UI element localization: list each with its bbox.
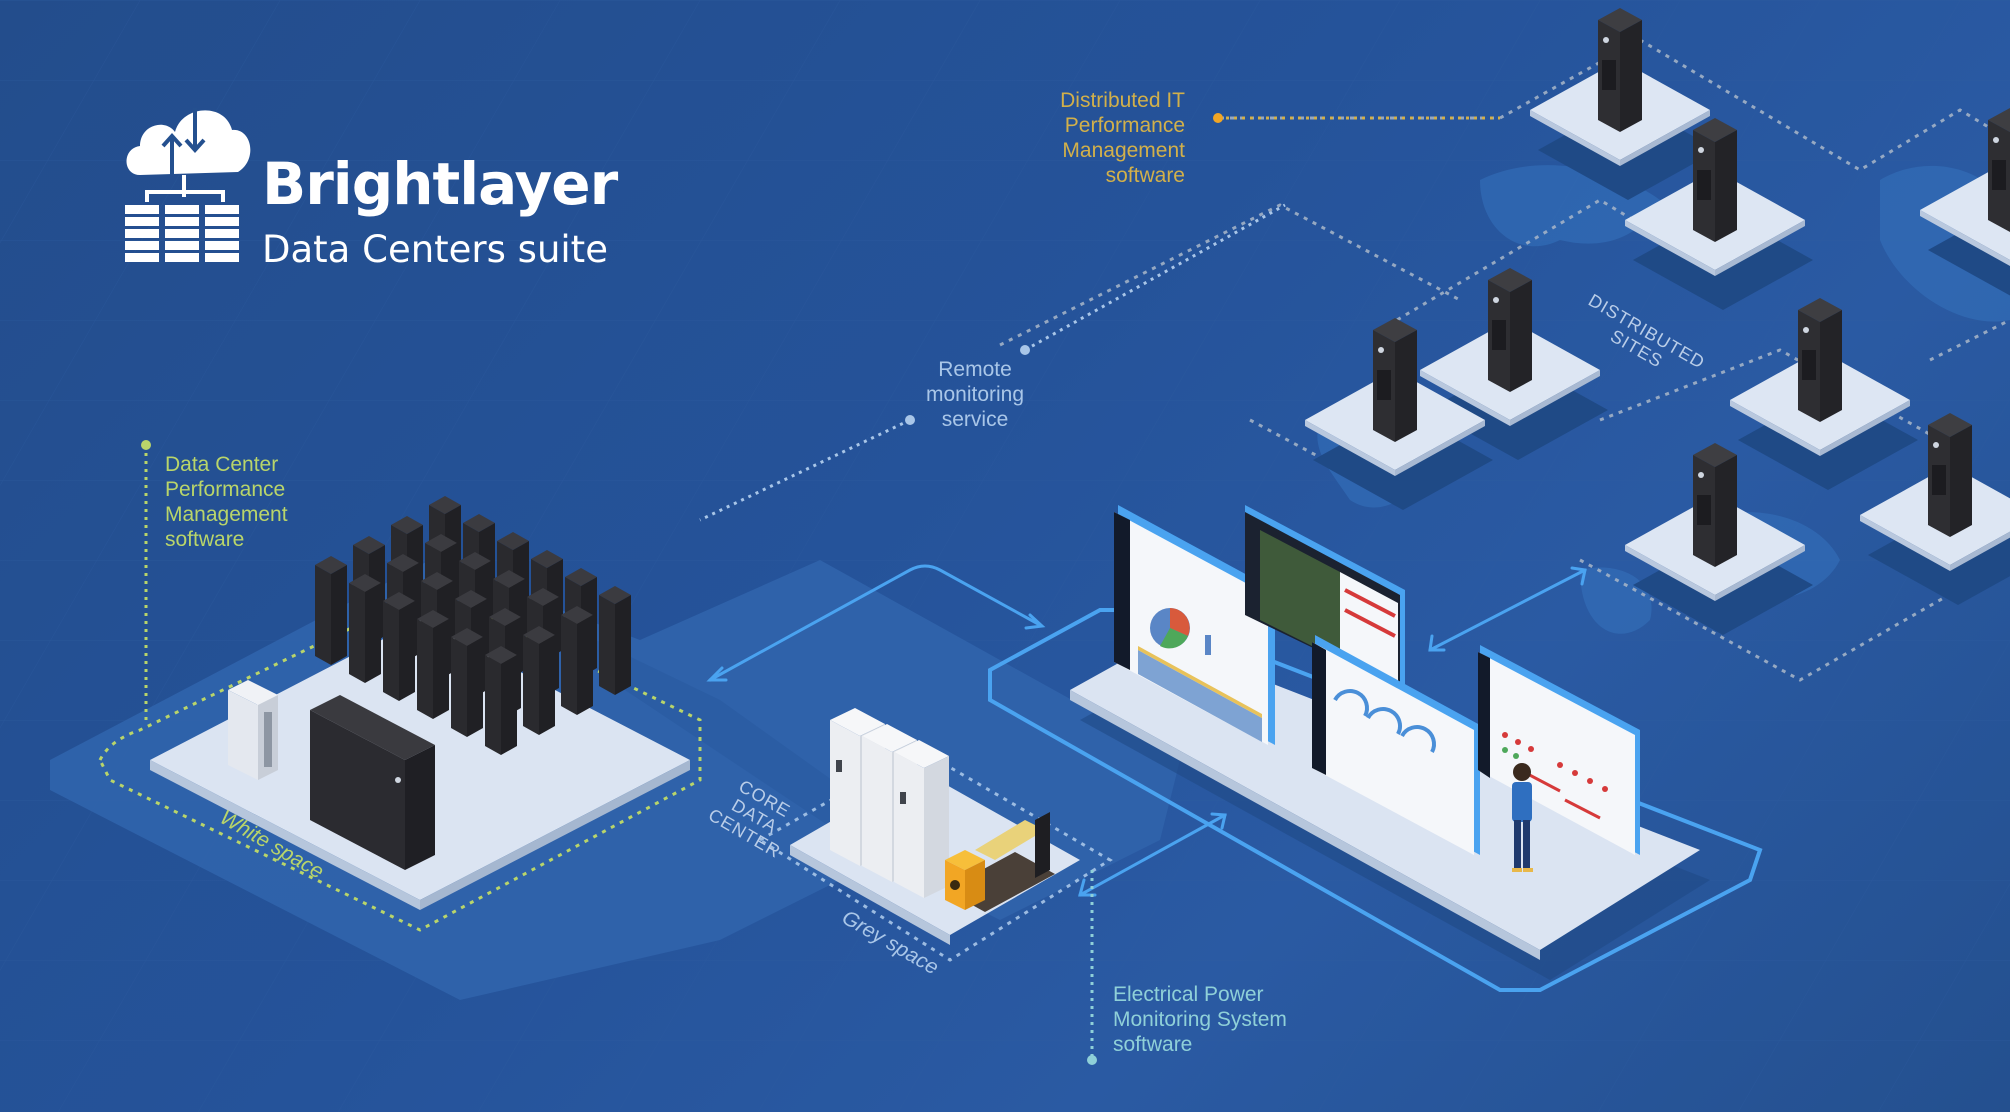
generator [945,812,1055,912]
server-rack [349,574,381,683]
label-line: Monitoring System [1113,1008,1287,1031]
server-rack [485,646,517,755]
brand-title: Brightlayer [262,150,618,218]
label-line: service [941,408,1009,431]
label-electrical-power: Electrical Power Monitoring System softw… [1113,982,1287,1057]
cloud-sync-server-icon [125,108,251,262]
label-line: Electrical Power [1113,983,1264,1006]
label-line: monitoring [925,383,1025,406]
server-rack [523,626,555,735]
label-line: software [165,528,245,551]
label-line: Management [1062,139,1185,162]
label-line: Performance [1064,114,1185,137]
label-remote-monitoring: Remote monitoring service [905,357,1045,432]
dashboard-screens [1114,505,1640,872]
ups-cabinet [310,695,435,870]
label-line: Performance [165,478,286,501]
brand-subtitle: Data Centers suite [262,228,608,271]
dashboard-screen-analytics [1114,505,1275,745]
server-rack [599,586,631,695]
server-rack [315,556,347,665]
server-rack [561,606,593,715]
operator-figure [1512,763,1533,872]
leader-dots [141,113,1223,1065]
label-line: Management [165,503,288,526]
label-dc-performance: Data Center Performance Management softw… [165,452,288,552]
server-rack [451,628,483,737]
label-distributed-it: Distributed IT Performance Management so… [1020,88,1185,188]
label-line: Data Center [165,453,279,476]
dashboard-screen-gauges [1312,635,1480,855]
server-rack [417,610,449,719]
server-rack [383,592,415,701]
cooling-unit [228,680,278,780]
label-line: software [1105,164,1185,187]
label-line: Distributed IT [1060,89,1185,112]
dashboard-screen-one-line [1478,645,1640,855]
switchgear-cabinets [830,708,949,898]
label-line: Remote [938,358,1012,381]
label-line: software [1113,1033,1193,1056]
connection-arrows [706,564,1587,897]
label-leaders [144,116,1500,1060]
